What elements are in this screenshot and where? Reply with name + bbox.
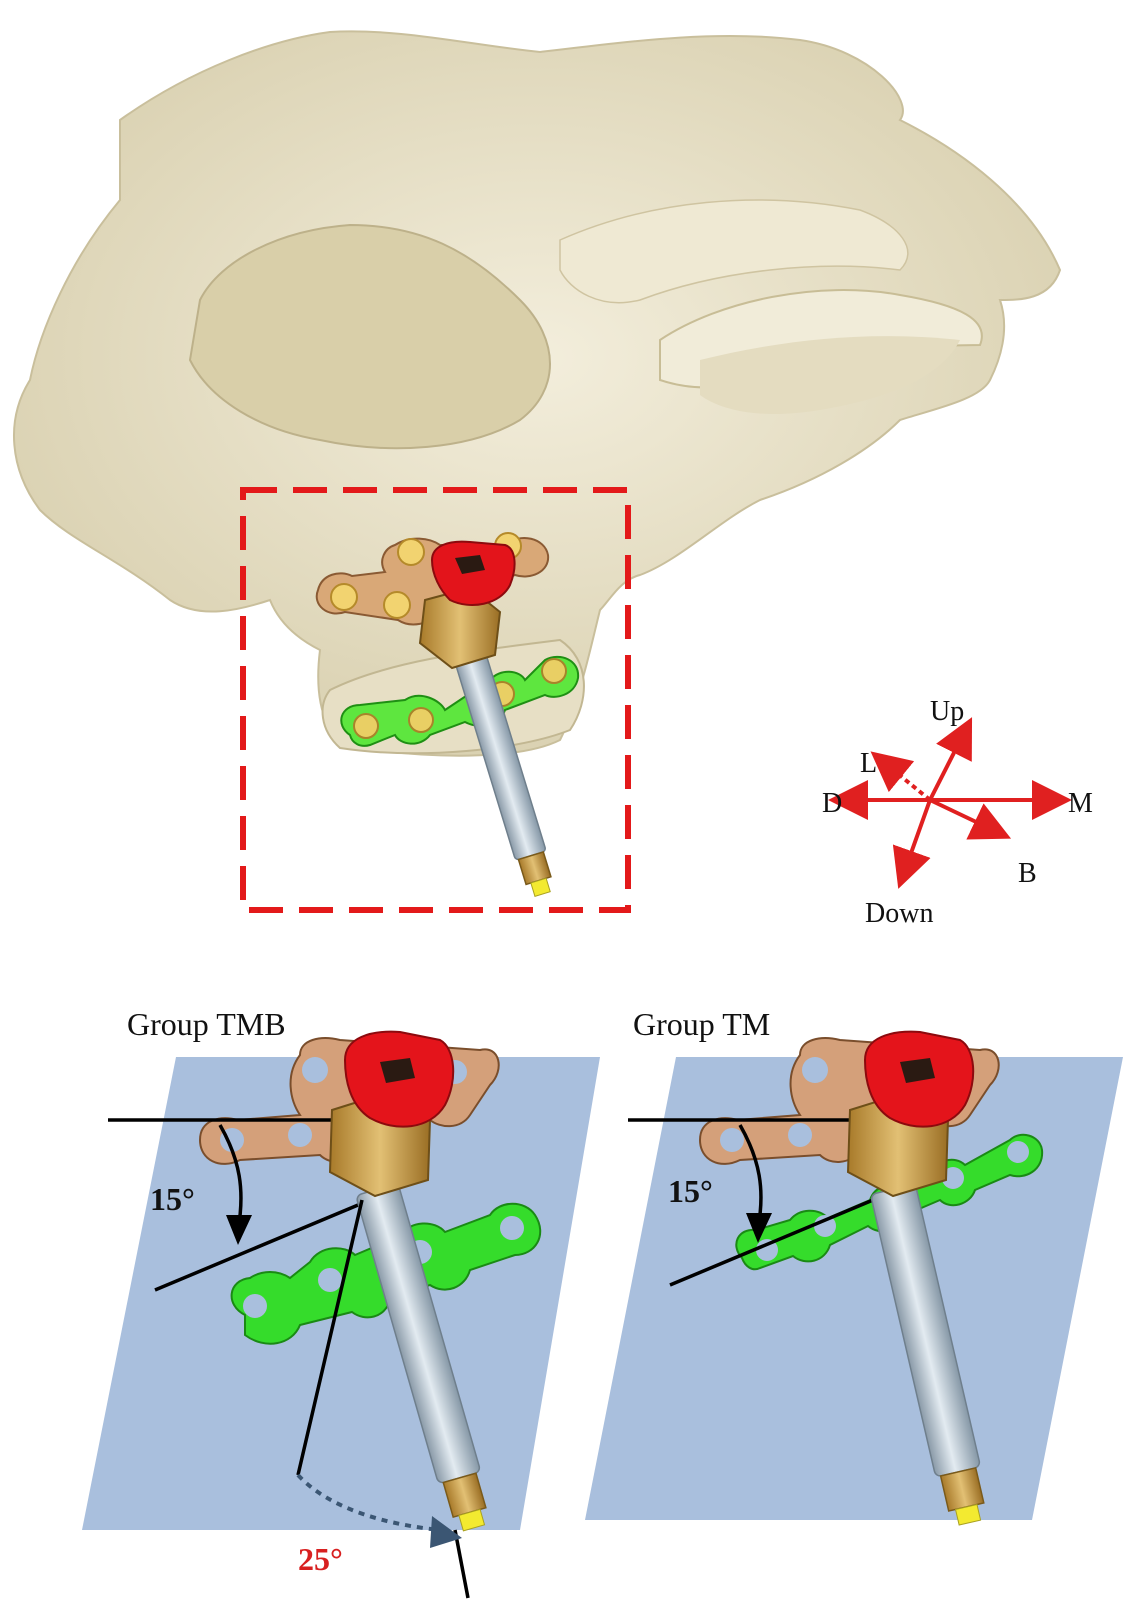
label-b: B bbox=[1018, 858, 1037, 889]
tmb-arc-arrowhead bbox=[226, 1215, 252, 1245]
panel-group-tm: Group TM 15° bbox=[585, 1006, 1123, 1526]
label-l: L bbox=[860, 748, 877, 779]
tmb-rod-axis bbox=[453, 1529, 470, 1599]
tm-green-holes bbox=[756, 1141, 1029, 1261]
label-d: D bbox=[822, 788, 842, 819]
label-m: M bbox=[1068, 788, 1093, 819]
orientation-compass: Up L D M B Down bbox=[822, 696, 1093, 929]
tm-angled-line bbox=[669, 1193, 886, 1287]
tmb-angled-line bbox=[154, 1198, 371, 1292]
tm-rod bbox=[870, 1184, 985, 1526]
tmb-angle-15: 15° bbox=[150, 1181, 195, 1217]
skull-distractor-rod bbox=[454, 650, 552, 897]
tmb-axis-line bbox=[296, 1199, 364, 1476]
screw-heads bbox=[330, 532, 522, 619]
label-down: Down bbox=[865, 898, 933, 929]
label-up: Up bbox=[930, 696, 964, 727]
tmb-rotation-arc bbox=[296, 1473, 441, 1532]
tmb-bronze-holes bbox=[220, 1057, 467, 1152]
panel-tm-title: Group TM bbox=[633, 1006, 770, 1042]
tm-angle-15: 15° bbox=[668, 1173, 713, 1209]
tmb-green-holes bbox=[243, 1216, 524, 1318]
skull-shadow bbox=[700, 336, 960, 415]
skull-red-holder bbox=[430, 540, 516, 606]
skull-green-plate bbox=[340, 655, 580, 747]
skull-nasal bbox=[559, 199, 909, 304]
holder-slot bbox=[455, 555, 485, 574]
tmb-rotation-arrowhead bbox=[430, 1516, 462, 1548]
tm-holder-slot bbox=[900, 1058, 935, 1083]
skull-implant bbox=[315, 532, 580, 897]
skull-illustration bbox=[13, 30, 1062, 757]
tmb-holder-slot bbox=[380, 1058, 415, 1083]
highlight-box bbox=[240, 487, 631, 913]
panel-tmb-title: Group TMB bbox=[127, 1006, 286, 1042]
tmb-angle-25: 25° bbox=[298, 1541, 343, 1577]
tm-arc-arrowhead bbox=[746, 1213, 772, 1243]
skull-orbit bbox=[188, 223, 551, 450]
panel-group-tmb: Group TMB 15° bbox=[82, 1006, 600, 1599]
